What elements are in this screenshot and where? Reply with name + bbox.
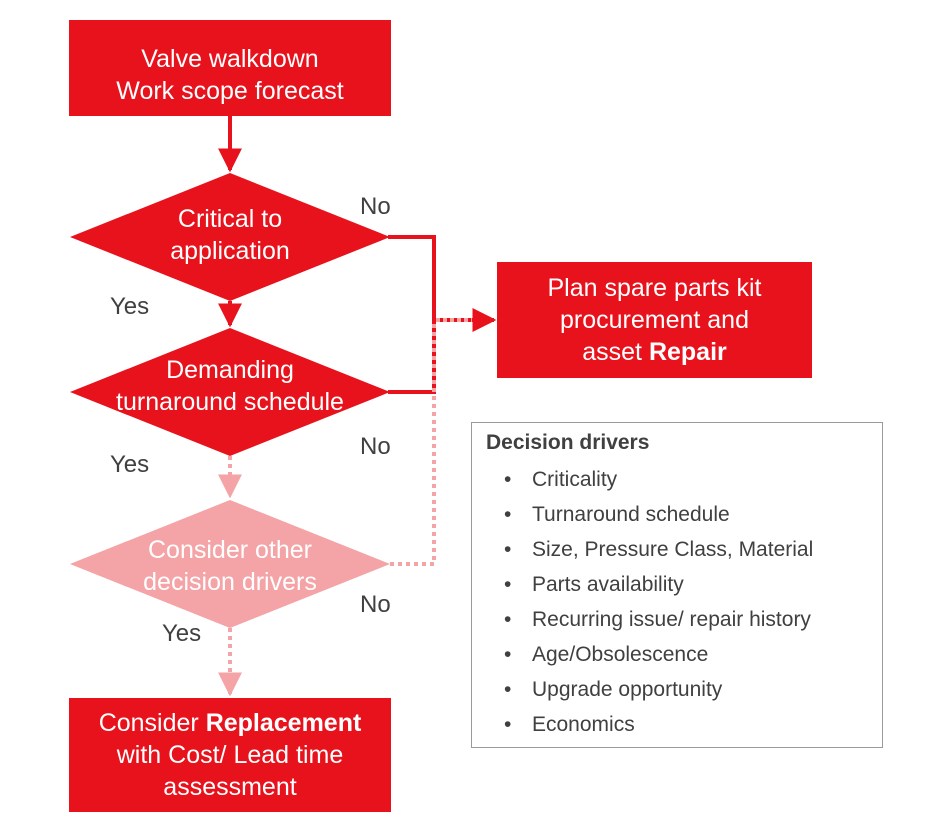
label-yes-critical: Yes — [110, 293, 150, 320]
decision-driver-text: Size, Pressure Class, Material — [532, 538, 814, 561]
bullet-icon: • — [504, 503, 512, 526]
decision-driver-item: • Turnaround schedule — [472, 502, 813, 537]
node-walkdown-line2: Work scope forecast — [116, 77, 344, 105]
decision-driver-text: Upgrade opportunity — [532, 678, 723, 701]
bullet-icon: • — [504, 713, 512, 736]
node-replacement-line1-pre: Consider — [98, 709, 206, 737]
decision-driver-item: • Recurring issue/ repair history — [472, 607, 813, 642]
label-no-demanding: No — [360, 433, 391, 460]
node-demanding: Demanding turnaround schedule — [70, 354, 390, 418]
node-replacement: Consider Replacement with Cost/ Lead tim… — [69, 707, 391, 803]
node-critical-line2: application — [170, 237, 290, 265]
label-yes-demanding: Yes — [110, 451, 150, 478]
node-walkdown-shape — [69, 20, 391, 116]
node-consider-other-line1: Consider other — [148, 536, 312, 564]
node-demanding-line2: turnaround schedule — [116, 388, 344, 416]
bullet-icon: • — [504, 678, 512, 701]
label-no-consider: No — [360, 591, 391, 618]
node-walkdown: Valve walkdown Work scope forecast — [69, 43, 391, 107]
bullet-icon: • — [504, 538, 512, 561]
label-yes-consider: Yes — [162, 620, 202, 647]
node-plan-repair-line3-bold: Repair — [648, 338, 727, 366]
node-demanding-line1: Demanding — [166, 356, 294, 384]
decision-driver-item: • Age/Obsolescence — [472, 642, 813, 677]
decision-driver-text: Criticality — [532, 468, 618, 491]
node-plan-repair-line1: Plan spare parts kit — [547, 274, 762, 302]
node-replacement-line1: Consider Replacement — [69, 707, 391, 739]
decision-driver-item: • Parts availability — [472, 572, 813, 607]
bullet-icon: • — [504, 468, 512, 491]
decision-driver-text: Parts availability — [532, 573, 684, 596]
decision-driver-item: • Upgrade opportunity — [472, 677, 813, 712]
node-replacement-shape — [69, 698, 391, 812]
node-consider-other-line2: decision drivers — [143, 568, 317, 596]
node-consider-other-shape — [70, 500, 390, 628]
node-critical-shape — [70, 173, 390, 301]
node-critical: Critical to application — [90, 203, 370, 267]
node-critical-line1: Critical to — [177, 205, 283, 233]
decision-driver-text: Recurring issue/ repair history — [532, 608, 811, 631]
label-no-critical: No — [360, 193, 391, 220]
edge-critical-no — [388, 235, 436, 320]
decision-driver-text: Turnaround schedule — [532, 503, 730, 526]
edge-demanding-no — [388, 320, 436, 394]
decision-drivers-box: Decision drivers • Criticality • Turnaround… — [471, 422, 883, 748]
node-consider-other: Consider other decision drivers — [70, 534, 390, 598]
node-demanding-shape — [70, 328, 390, 456]
node-plan-repair-line2: procurement and — [559, 306, 749, 334]
node-plan-repair-shape — [497, 262, 812, 378]
decision-driver-item: • Size, Pressure Class, Material — [472, 537, 813, 572]
edge-consider-no — [390, 324, 436, 566]
node-plan-repair-line3: asset Repair — [497, 336, 812, 368]
decision-driver-item: • Economics — [472, 712, 813, 747]
node-walkdown-line1: Valve walkdown — [141, 45, 319, 73]
bullet-icon: • — [504, 643, 512, 666]
decision-drivers-title: Decision drivers — [486, 431, 650, 454]
bullet-icon: • — [504, 608, 512, 631]
node-plan-repair-line3-pre: asset — [582, 338, 649, 366]
decision-driver-text: Age/Obsolescence — [532, 643, 709, 666]
node-plan-repair: Plan spare parts kit procurement and ass… — [497, 272, 812, 368]
decision-driver-text: Economics — [532, 713, 635, 736]
decision-drivers-list: • Criticality • Turnaround schedule • Size, P… — [472, 467, 813, 747]
node-replacement-line3: assessment — [163, 773, 297, 801]
node-replacement-line2: with Cost/ Lead time — [116, 741, 344, 769]
node-replacement-line1-bold: Replacement — [205, 709, 362, 737]
bullet-icon: • — [504, 573, 512, 596]
decision-driver-item: • Criticality — [472, 467, 813, 502]
